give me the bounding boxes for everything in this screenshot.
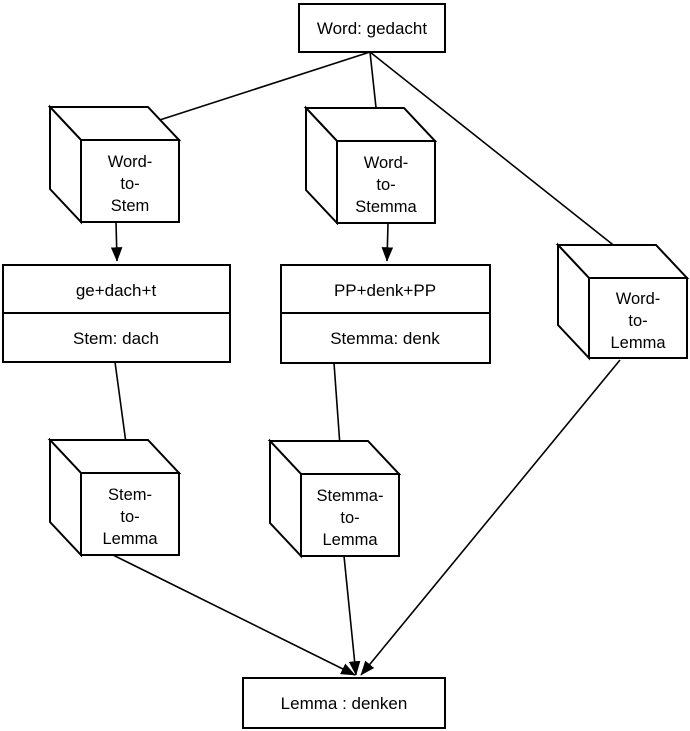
cube-front-face: [80, 472, 180, 556]
word-to-stem-label-line2: to-: [120, 175, 139, 193]
lemma-node-box: [242, 677, 446, 729]
stem-to-lemma-cube: Stem- to- Lemma: [47, 437, 182, 558]
cube-front-face: [336, 140, 436, 224]
edge-stem-to-lemma-to-lemma: [112, 554, 356, 676]
cube-front-face: [80, 139, 180, 223]
word-node: Word: gedacht: [298, 3, 446, 53]
word-to-stem-cube: Word- to- Stem: [47, 104, 182, 225]
word-to-stem-label-line3: Stem: [111, 197, 150, 215]
word-node-label: Word: gedacht: [317, 19, 428, 38]
edge-word-to-stemma-to-stemma-record: [381, 222, 394, 262]
edges: [110, 51, 637, 676]
stemma-record-node: PP+denk+PP Stemma: denk: [280, 264, 491, 364]
word-to-lemma-label-line3: Lemma: [610, 334, 666, 352]
stemma-to-lemma-label-line1: Stemma-: [317, 487, 384, 505]
edge-word-to-word-to-lemma: [369, 51, 637, 264]
word-to-lemma-cube: Word- to- Lemma: [555, 242, 690, 361]
lemma-node: Lemma : denken: [242, 677, 446, 729]
cube-front-face: [300, 473, 400, 557]
stemma-to-lemma-label-line3: Lemma: [322, 531, 378, 549]
word-to-stemma-label-line3: Stemma: [355, 198, 417, 216]
word-to-lemma-label-line1: Word-: [616, 290, 661, 308]
edge-stemma-to-lemma-to-lemma: [343, 555, 361, 676]
stemma-record-row1: PP+denk+PP: [334, 281, 436, 300]
stem-record-row2: Stem: dach: [73, 329, 159, 348]
stemma-record-row2: Stemma: denk: [330, 329, 440, 348]
edge-word-to-stem-to-stem-record: [110, 221, 123, 262]
stem-to-lemma-label-line2: to-: [120, 508, 139, 526]
stem-record-node: ge+dach+t Stem: dach: [2, 264, 231, 363]
edge-word-to-lemma-to-lemma: [360, 359, 621, 676]
word-to-lemma-label-line2: to-: [628, 312, 647, 330]
word-node-box: [298, 3, 446, 53]
stem-record-row1: ge+dach+t: [76, 281, 157, 300]
cube-front-face: [588, 277, 688, 359]
word-to-stemma-label-line2: to-: [376, 176, 395, 194]
edge-word-to-word-to-stem: [137, 51, 371, 129]
stemma-to-lemma-label-line2: to-: [340, 509, 359, 527]
stem-to-lemma-label-line1: Stem-: [108, 486, 152, 504]
lemma-node-label: Lemma : denken: [281, 694, 408, 713]
word-to-stemma-cube: Word- to- Stemma: [303, 105, 438, 226]
word-to-stem-label-line1: Word-: [108, 153, 153, 171]
stem-to-lemma-label-line3: Lemma: [102, 530, 158, 548]
stemma-to-lemma-cube: Stemma- to- Lemma: [267, 438, 402, 559]
word-to-stemma-label-line1: Word-: [364, 154, 409, 172]
